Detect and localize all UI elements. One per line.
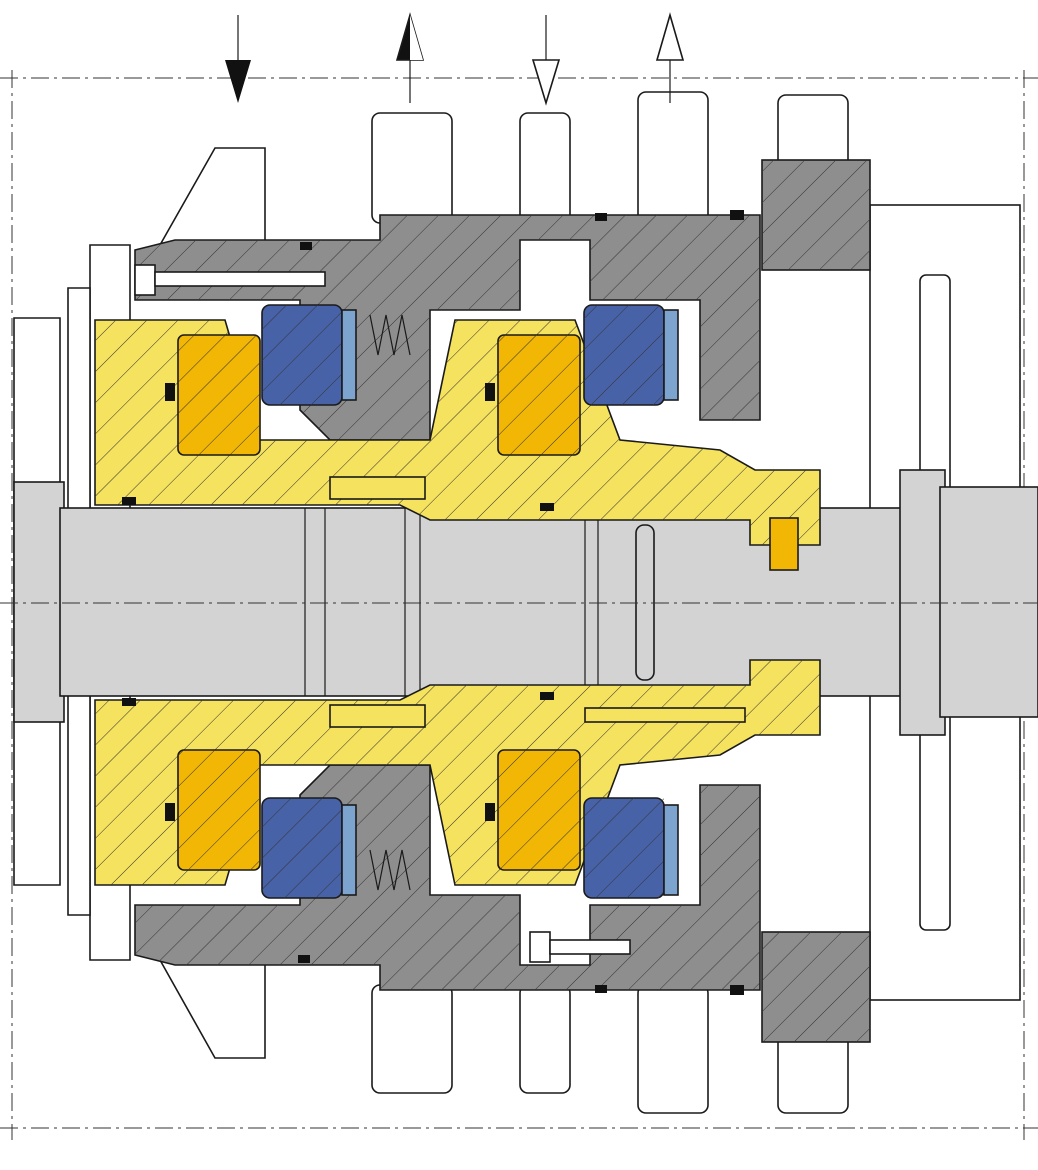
seal-rings (261, 304, 679, 899)
bolts (134, 264, 799, 963)
o-rings (122, 210, 744, 995)
sleeve (94, 319, 821, 886)
flow-arrow-3-in (531, 15, 561, 106)
flow-arrow-4-out (655, 12, 685, 103)
seal-faces (177, 334, 581, 871)
frame-lines (0, 70, 1038, 1140)
springs (369, 314, 411, 891)
flow-arrow-1-in (225, 15, 251, 103)
flow-arrow-2-out (395, 12, 425, 103)
